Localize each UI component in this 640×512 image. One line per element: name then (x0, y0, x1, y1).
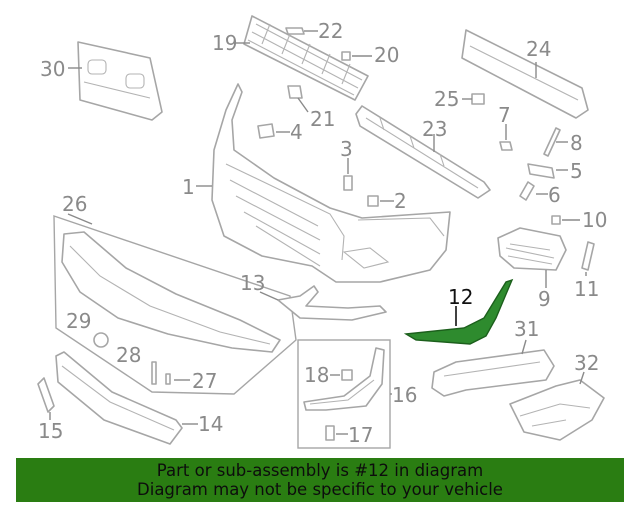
part-22-clip: 22 (285, 19, 343, 43)
callout-30: 30 (40, 57, 65, 81)
part-24-reinforcement: 24 (461, 29, 589, 119)
callout-14: 14 (198, 412, 223, 436)
part-15-bracket: 15 (37, 377, 63, 443)
callout-29: 29 (66, 309, 91, 333)
part-17-screw: 17 (325, 423, 373, 447)
callout-26: 26 (62, 192, 87, 216)
part-20-screw: 20 (341, 43, 399, 67)
part-32-deflector-bracket: 32 (509, 351, 605, 441)
part-12-highlighted-trim: 12 (403, 278, 514, 345)
callout-25: 25 (434, 87, 459, 111)
part-21-clip: 21 (287, 85, 335, 131)
part-6-clip: 6 (519, 181, 561, 207)
part-31-air-duct: 31 (431, 317, 555, 397)
part-14-skid-plate: 14 (55, 351, 223, 445)
callout-20: 20 (374, 43, 399, 67)
callout-18: 18 (304, 363, 329, 387)
callout-17: 17 (348, 423, 373, 447)
part-27-pin: 27 (165, 369, 217, 393)
part-23-absorber: 23 (355, 105, 491, 199)
part-3-bolt: 3 (340, 137, 353, 191)
callout-5: 5 (570, 159, 583, 183)
part-13-trim: 13 (240, 271, 387, 321)
part-29-plug: 29 (66, 309, 109, 348)
callout-22: 22 (318, 19, 343, 43)
callout-11: 11 (574, 277, 599, 301)
part-18-clip: 18 (304, 363, 353, 387)
callout-9: 9 (538, 287, 551, 311)
part-4-clip: 4 (257, 120, 303, 144)
part-26-lower-deflector: 26 (53, 192, 297, 395)
callout-8: 8 (570, 131, 583, 155)
part-30-license-bracket: 30 (40, 41, 163, 121)
callout-28: 28 (116, 343, 141, 367)
callout-13: 13 (240, 271, 265, 295)
part-11-insert: 11 (574, 241, 599, 301)
part-7-clip: 7 (498, 103, 513, 151)
callout-1: 1 (182, 175, 195, 199)
callout-24: 24 (526, 37, 551, 61)
callout-3: 3 (340, 137, 353, 161)
part-8-strip: 8 (543, 127, 583, 157)
callout-23: 23 (422, 117, 447, 141)
callout-27: 27 (192, 369, 217, 393)
part-9-fog-bezel: 9 (497, 227, 567, 311)
part-5-bracket: 5 (527, 159, 583, 183)
callout-12: 12 (448, 285, 473, 309)
callout-10: 10 (582, 208, 607, 232)
part-16-assembly-box: 16 (297, 339, 417, 449)
footer-banner: Part or sub-assembly is #12 in diagram D… (16, 458, 624, 502)
callout-6: 6 (548, 183, 561, 207)
callout-32: 32 (574, 351, 599, 375)
part-10-screw: 10 (551, 208, 607, 232)
part-1-bumper-cover: 1 (182, 83, 451, 283)
callout-19: 19 (212, 31, 237, 55)
part-19-grille: 19 (212, 15, 369, 101)
footer-line-2: Diagram may not be specific to your vehi… (137, 480, 503, 499)
parts-diagram: 30 19 22 20 21 4 24 25 (37, 15, 607, 449)
part-25-bolt: 25 (434, 87, 485, 111)
part-2-screw: 2 (367, 189, 407, 213)
callout-4: 4 (290, 120, 303, 144)
callout-31: 31 (514, 317, 539, 341)
callout-15: 15 (38, 419, 63, 443)
callout-16: 16 (392, 383, 417, 407)
part-28-pin: 28 (116, 343, 157, 385)
callout-21: 21 (310, 107, 335, 131)
callout-2: 2 (394, 189, 407, 213)
callout-7: 7 (498, 103, 511, 127)
footer-line-1: Part or sub-assembly is #12 in diagram (156, 461, 484, 480)
